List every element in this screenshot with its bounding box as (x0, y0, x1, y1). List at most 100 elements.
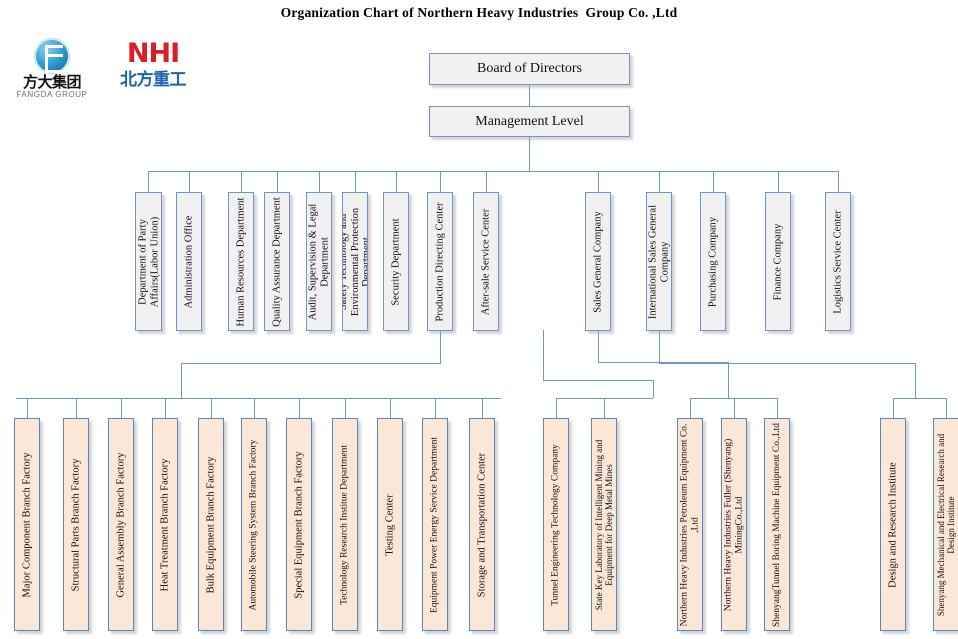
connector-factories-bus (16, 398, 501, 399)
connector-drop-t1 (604, 398, 605, 418)
connector-production-drop (440, 330, 441, 363)
node-purchasing-company[interactable]: Purchasing Company (700, 192, 726, 331)
node-after-sale-service-center[interactable]: After-sale Service Center (473, 192, 499, 331)
node-management-level[interactable]: Management Level (429, 106, 630, 137)
connector-subs-run (598, 362, 728, 363)
connector-drop-f9 (435, 398, 436, 418)
node-storage-and-transportation-center[interactable]: Storage and Transportation Center (469, 418, 495, 631)
node-label: Structural Parts Branch Factory (70, 458, 82, 591)
node-nhi-fuller-shenyang-mining[interactable]: Northern Heavy Industries Fuller (Shenya… (721, 418, 747, 631)
connector-institute-drop (659, 330, 660, 363)
connector-drop-l2-6 (396, 171, 397, 192)
node-label: Special Equipment Branch Factory (293, 450, 305, 599)
connector-production-run-left (181, 363, 441, 364)
node-label: Quality Assurance Department (271, 196, 283, 327)
connector-drop-f10 (482, 398, 483, 418)
node-label: Design and Research Institute (887, 461, 899, 588)
node-department-of-party-affairs[interactable]: Department of Party Affairs(Labor Union) (135, 192, 162, 331)
node-label: Technology Research Institue Department (339, 444, 350, 605)
node-label: Purchasing Company (707, 216, 719, 307)
node-label: Security Department (390, 217, 402, 306)
node-special-equipment-branch-factory[interactable]: Special Equipment Branch Factory (286, 418, 312, 631)
nhi-logo: NHI 北方重工 (107, 40, 199, 98)
connector-sales-drop (598, 330, 599, 362)
node-sales-general-company[interactable]: Sales General Company (585, 192, 611, 331)
node-label: ShenyangTunnel Boring Machine Equipment … (771, 422, 782, 627)
logo-group: 方大集团 FANGDA GROUP NHI 北方重工 (12, 38, 197, 100)
connector-drop-l2-7 (440, 171, 441, 192)
node-structural-parts-branch-factory[interactable]: Structural Parts Branch Factory (63, 418, 89, 631)
fangda-group-logo: 方大集团 FANGDA GROUP (12, 38, 92, 100)
connector-drop-l2-12 (778, 171, 779, 192)
connector-drop-l2-3 (277, 171, 278, 192)
connector-drop-l2-2 (241, 171, 242, 192)
connector-drop-f5 (254, 398, 255, 418)
node-label: Finance Company (772, 223, 784, 300)
node-design-and-research-institute[interactable]: Design and Research Institute (880, 418, 906, 631)
connector-production-down (181, 363, 182, 398)
connector-drop-f2 (121, 398, 122, 418)
connector-tech-down (653, 380, 654, 398)
node-label: Board of Directors (477, 61, 582, 76)
node-label: State Key Laboratory of Intelligent Mini… (594, 439, 614, 610)
fangda-chinese-label: 方大集团 (22, 73, 82, 91)
connector-drop-i1 (946, 398, 947, 418)
node-tunnel-engineering-technology-company[interactable]: Tunnel Engineering Technology Company (543, 418, 569, 631)
node-finance-company[interactable]: Finance Company (765, 192, 791, 331)
node-audit-supervision-legal-department[interactable]: Audit, Supervision & Legal Department (306, 192, 332, 331)
node-label: International Sales General Company (647, 204, 671, 319)
node-shenyang-mechanical-electrical-research-design-institute[interactable]: Shenyang Mechanical and Electrical Resea… (933, 418, 958, 631)
node-nhi-petroleum-equipment[interactable]: Northern Heavy Industries Petroleum Equi… (677, 418, 703, 631)
connector-tech-run (543, 380, 653, 381)
nhi-chinese-label: 北方重工 (120, 70, 187, 90)
node-quality-assurance-department[interactable]: Quality Assurance Department (264, 192, 290, 331)
node-label: After-sale Service Center (480, 208, 492, 315)
connector-drop-l2-9 (598, 171, 599, 192)
node-administration-office[interactable]: Administration Office (176, 192, 202, 331)
node-automobile-steering-system-branch-factory[interactable]: Automobile Steering System Branch Factor… (241, 418, 267, 631)
node-human-resources-department[interactable]: Human Resources Department (228, 192, 254, 331)
node-label: Heat Treatment Branch Factory (159, 458, 171, 591)
connector-subs-down (728, 362, 729, 398)
connector-drop-l2-8 (486, 171, 487, 192)
node-equipment-power-energy-service-department[interactable]: Equipment Power Energy Service Departmen… (422, 418, 448, 631)
node-label: Storage and Transportation Center (476, 452, 488, 597)
node-major-component-branch-factory[interactable]: Major Component Branch Factory (14, 418, 40, 631)
connector-drop-f6 (299, 398, 300, 418)
connector-drop-f0 (27, 398, 28, 418)
node-label: Human Resources Department (235, 197, 247, 326)
connector-institute-run (659, 363, 915, 364)
connector-drop-l2-0 (148, 171, 149, 192)
node-label: General Assembly Branch Factory (115, 452, 127, 597)
node-label: Northern Heavy Industries Petroleum Equi… (679, 423, 701, 626)
connector-drop-t0 (556, 398, 557, 418)
fangda-emblem-icon (34, 38, 70, 74)
page-title: Organization Chart of Northern Heavy Ind… (280, 5, 678, 20)
fangda-english-label: FANGDA GROUP (16, 90, 88, 99)
node-label: Audit, Supervision & Legal Department (307, 203, 331, 320)
node-technology-research-institue-department[interactable]: Technology Research Institue Department (332, 418, 358, 631)
connector-drop-f7 (345, 398, 346, 418)
node-shenyang-tunnel-boring-machine-equipment[interactable]: ShenyangTunnel Boring Machine Equipment … (764, 418, 790, 631)
connector-institute-bus (893, 398, 946, 399)
node-safety-technology-environmental-protection-department[interactable]: Safety Technology and Environmental Prot… (342, 192, 368, 331)
node-logistics-service-center[interactable]: Logistics Service Center (825, 192, 851, 331)
node-board-of-directors[interactable]: Board of Directors (429, 53, 630, 85)
node-testing-center[interactable]: Testing Center (377, 418, 403, 631)
node-state-key-laboratory[interactable]: State Key Laboratory of Intelligent Mini… (591, 418, 617, 631)
connector-drop-s0 (690, 398, 691, 418)
node-label: Equipment Power Energy Service Departmen… (429, 436, 440, 613)
connector-subs-bus (690, 398, 777, 399)
node-bulk-equipment-branch-factory[interactable]: Bulk Equipment Branch Factory (198, 418, 224, 631)
node-label: Management Level (475, 113, 584, 129)
connector-drop-s2 (777, 398, 778, 418)
node-heat-treatment-branch-factory[interactable]: Heat Treatment Branch Factory (152, 418, 178, 631)
node-security-department[interactable]: Security Department (383, 192, 409, 331)
node-label: Safety Technology and Environmental Prot… (342, 207, 368, 316)
node-production-directing-center[interactable]: Production Directing Center (427, 192, 453, 331)
connector-management-drop (529, 137, 530, 171)
node-international-sales-general-company[interactable]: International Sales General Company (646, 192, 672, 331)
connector-institute-down (915, 363, 916, 398)
node-label: Testing Center (384, 493, 396, 556)
node-general-assembly-branch-factory[interactable]: General Assembly Branch Factory (108, 418, 134, 631)
